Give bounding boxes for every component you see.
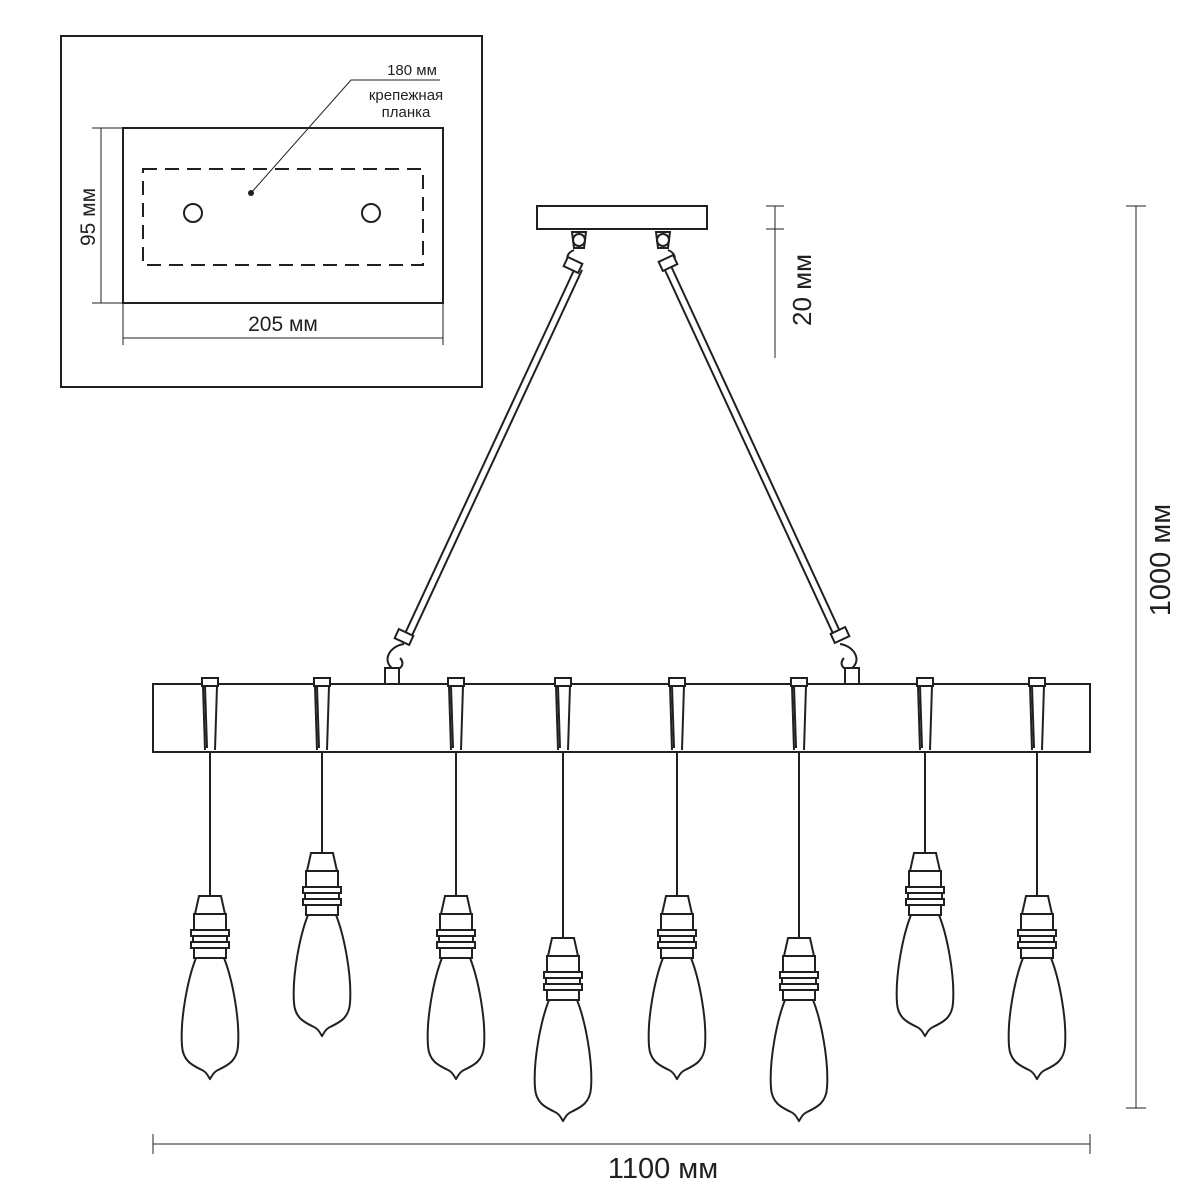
total-width-label: 1100 мм (608, 1153, 718, 1185)
plate-label-line2: планка (382, 104, 431, 121)
canopy-height-label: 20 мм (787, 254, 817, 326)
screw-hole-right (361, 203, 381, 223)
mounting-bar-dashed (142, 168, 424, 266)
wooden-beam (152, 683, 1091, 753)
suspension-rods (384, 253, 860, 685)
pendant-bulb-6 (769, 677, 829, 1123)
inset-frame (60, 35, 483, 388)
pendant-bulb-5 (647, 677, 707, 1081)
inset-width-label: 205 мм (248, 313, 318, 336)
pendant-bulb-7 (895, 677, 955, 1038)
ceiling-canopy (536, 205, 708, 265)
total-width-dimension: 1100 мм (152, 1134, 1091, 1185)
pendant-bulbs (180, 677, 1067, 1123)
total-height-label: 1000 мм (1145, 504, 1177, 616)
plate-size-label: 180 мм (387, 62, 437, 79)
pendant-bulb-8 (1007, 677, 1067, 1081)
mounting-plate-inset: 180 мм крепежная планка 95 мм 205 мм (60, 35, 483, 388)
pendant-bulb-4 (533, 677, 593, 1123)
canopy-height-dimension: 20 мм (766, 205, 817, 358)
total-height-dimension: 1000 мм (1126, 205, 1177, 1109)
canopy-plate-outline (122, 127, 444, 304)
inset-height-label: 95 мм (77, 188, 100, 246)
pendant-bulb-2 (292, 677, 352, 1038)
plate-label-line1: крепежная (369, 87, 443, 104)
leader-line (250, 79, 440, 194)
screw-hole-left (183, 203, 203, 223)
pendant-bulb-3 (426, 677, 486, 1081)
pendant-bulb-1 (180, 677, 240, 1081)
